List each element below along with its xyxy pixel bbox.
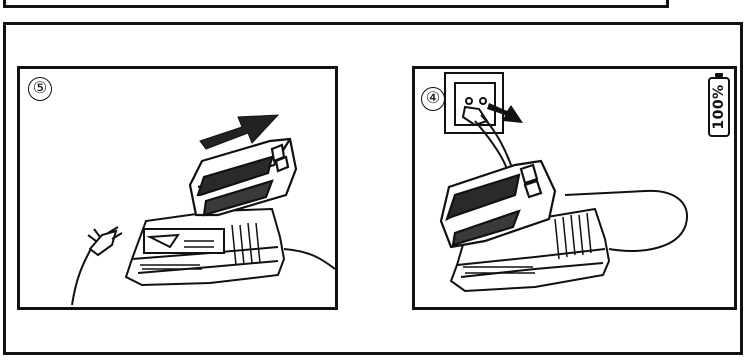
step-5-illustration	[20, 69, 335, 307]
step-5-panel: ⑤	[17, 66, 338, 310]
plug-icon	[72, 227, 122, 305]
battery-icon	[190, 139, 296, 215]
charger-icon	[126, 209, 335, 285]
previous-section-frame	[3, 0, 669, 8]
battery-percentage: 100%	[710, 79, 728, 135]
battery-full-icon: 100%	[708, 77, 730, 137]
step-4-panel: ④ 100%	[412, 66, 737, 310]
step-number: ④	[421, 87, 445, 111]
step-number: ⑤	[28, 77, 52, 101]
step-4-illustration	[415, 69, 734, 307]
